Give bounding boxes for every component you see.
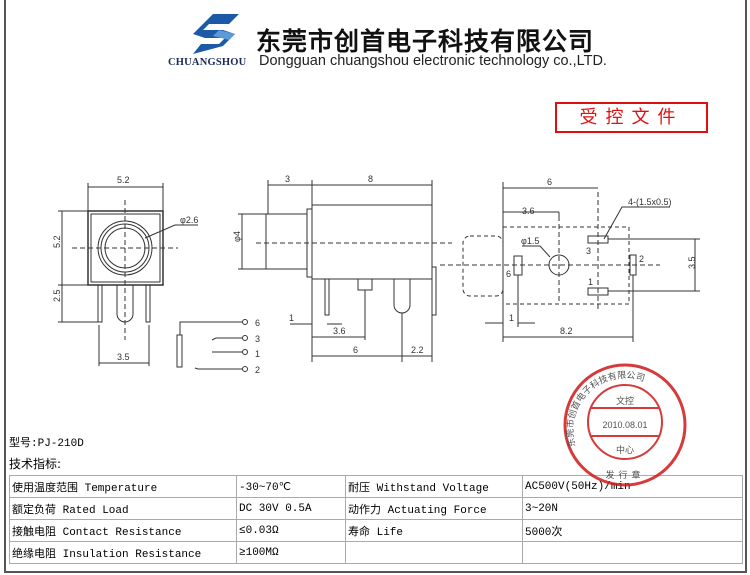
- dim-slots: 4-(1.5x0.5): [628, 197, 672, 207]
- pad-label: 1: [588, 277, 593, 287]
- dim-6: 6: [547, 177, 552, 187]
- dim-pin-length: 2.5: [52, 289, 62, 302]
- company-seal-stamp: 东莞市创首电子科技有限公司 文控 2010.08.01 中心 发行章: [563, 363, 687, 487]
- table-row: 接触电阻 Contact Resistance ≤0.03Ω 寿命 Life 5…: [9, 519, 743, 542]
- dim-length: 8.2: [560, 326, 573, 336]
- dim-width: 5.2: [117, 175, 130, 185]
- dim-d2: 6: [353, 345, 358, 355]
- spec-title: 技术指标:: [9, 457, 62, 471]
- stamp-seal-text: 发行章: [605, 469, 644, 480]
- spec-label: 额定负荷 Rated Load: [9, 497, 237, 520]
- spec-value: [522, 541, 743, 564]
- spec-label: 使用温度范围 Temperature: [9, 475, 237, 498]
- spec-value: -30~70℃: [236, 475, 346, 498]
- spec-label: 动作力 Actuating Force: [345, 497, 523, 520]
- dim-offset: 1: [509, 313, 514, 323]
- stamp-date: 2010.08.01: [602, 420, 647, 430]
- dim-height: 5.2: [52, 235, 62, 248]
- pin-label: 1: [255, 349, 260, 359]
- spec-value: ≥100MΩ: [236, 541, 346, 564]
- stamp-top: 文控: [616, 395, 634, 406]
- spec-table: 使用温度范围 Temperature -30~70℃ 耐压 Withstand …: [9, 475, 743, 564]
- dim-body: 8: [368, 174, 373, 184]
- document-frame: [4, 0, 747, 573]
- dim-3-6: 3.6: [522, 206, 535, 216]
- spec-label: 接触电阻 Contact Resistance: [9, 519, 237, 542]
- side-view: 3 8 φ4 1 3.6 6 2.2: [232, 174, 452, 362]
- dim-hole: φ2.6: [180, 215, 198, 225]
- spec-label: 耐压 Withstand Voltage: [345, 475, 523, 498]
- spec-label: 寿命 Life: [345, 519, 523, 542]
- pcb-footprint: 6 3.6 4-(1.5x0.5) φ1.5 3.5 8.2 1 6 3 1 2: [440, 177, 700, 342]
- pin-label: 6: [255, 318, 260, 328]
- dim-offset: 1: [289, 313, 294, 323]
- dim-pitch: 3.5: [687, 256, 697, 269]
- table-row: 绝缘电阻 Insulation Resistance ≥100MΩ: [9, 541, 743, 564]
- dim-d3: 2.2: [411, 345, 424, 355]
- spec-value: DC 30V 0.5A: [236, 497, 346, 520]
- spec-label: [345, 541, 523, 564]
- pad-label: 3: [586, 246, 591, 256]
- dim-hole: φ1.5: [521, 236, 539, 246]
- schematic: 6 3 1 2: [176, 318, 260, 375]
- pad-label: 2: [639, 254, 644, 264]
- spec-label: 绝缘电阻 Insulation Resistance: [9, 541, 237, 564]
- company-name-cn: 东莞市创首电子科技有限公司: [256, 27, 595, 56]
- stamp-bottom: 中心: [616, 444, 634, 455]
- front-view: 5.2 5.2 2.5 3.5 φ2.6: [52, 175, 198, 366]
- pin-label: 2: [255, 365, 260, 375]
- table-row: 额定负荷 Rated Load DC 30V 0.5A 动作力 Actuatin…: [9, 497, 743, 520]
- pad-label: 6: [506, 269, 511, 279]
- dim-d1: 3.6: [333, 326, 346, 336]
- company-name-en: Dongguan chuangshou electronic technolog…: [259, 53, 607, 69]
- logo-text: CHUANGSHOU: [168, 57, 247, 68]
- pin-label: 3: [255, 334, 260, 344]
- model-number: 型号:PJ-210D: [9, 438, 84, 450]
- dim-dia: φ4: [232, 231, 242, 242]
- spec-value: ≤0.03Ω: [236, 519, 346, 542]
- spec-value: 5000次: [522, 519, 743, 542]
- table-row: 使用温度范围 Temperature -30~70℃ 耐压 Withstand …: [9, 475, 743, 498]
- company-logo-icon: [193, 14, 239, 54]
- dim-pin-spacing: 3.5: [117, 352, 130, 362]
- spec-value: 3~20N: [522, 497, 743, 520]
- controlled-document-label: 受控文件: [555, 102, 708, 133]
- dim-nose: 3: [285, 174, 290, 184]
